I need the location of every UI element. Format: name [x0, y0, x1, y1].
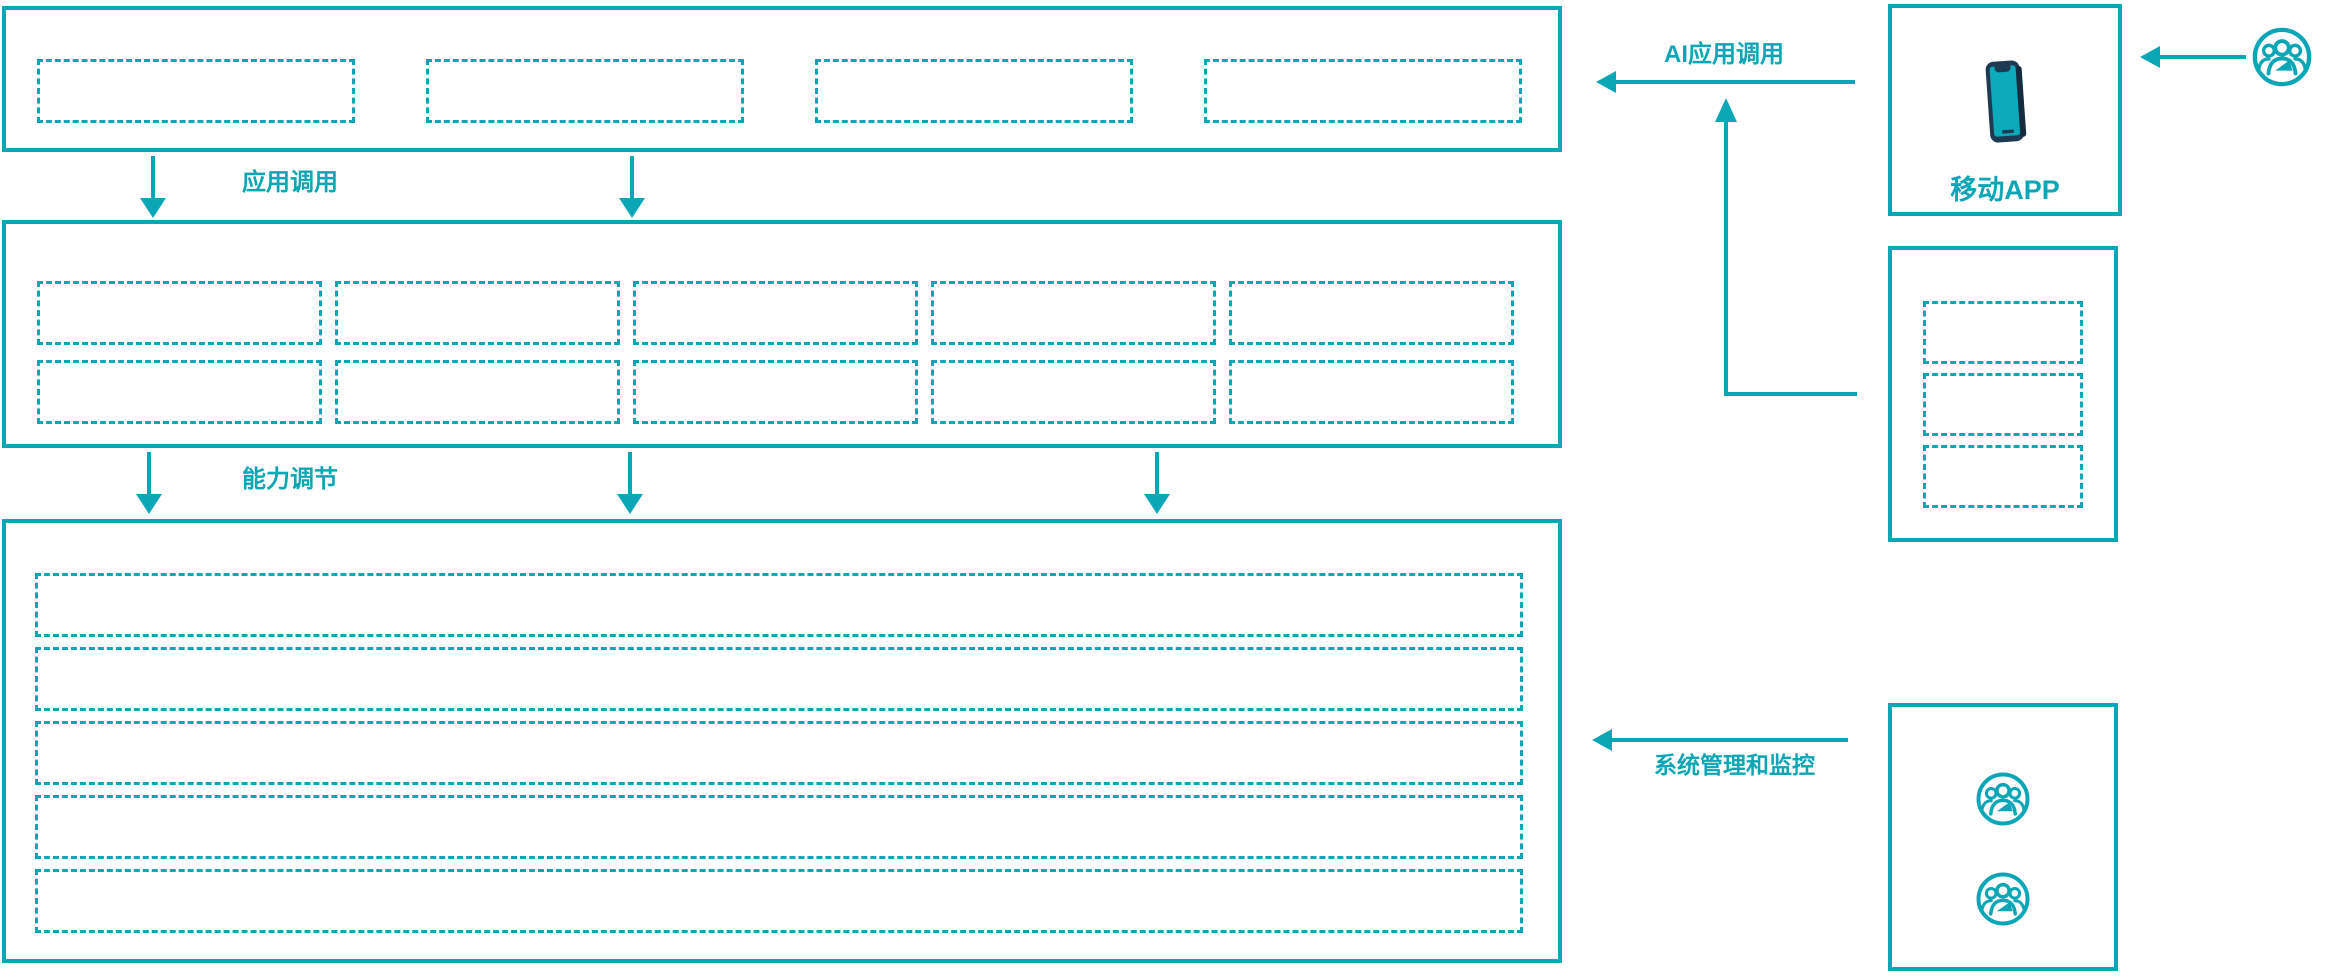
- placeholder-box: [931, 360, 1216, 424]
- down-arrow: [617, 452, 643, 514]
- down-arrow: [1144, 452, 1170, 514]
- placeholder-box: [1229, 281, 1514, 345]
- placeholder-box: [1923, 301, 2083, 364]
- placeholder-box: [426, 59, 744, 123]
- mobile-app-box: 移动APP: [1888, 4, 2122, 216]
- bottom-platform-panel: [2, 519, 1562, 963]
- right-middle-box: [1888, 246, 2118, 542]
- users-icon: [2252, 27, 2312, 87]
- users-icon: [1976, 772, 2030, 826]
- top-application-panel: [2, 6, 1562, 152]
- right-bottom-operators-box: [1888, 703, 2118, 971]
- system-management-arrow: [1592, 729, 1848, 751]
- placeholder-row: [35, 573, 1523, 637]
- middle-capability-panel: [2, 220, 1562, 448]
- bottom-placeholder-rows: [6, 523, 1558, 933]
- placeholder-box: [931, 281, 1216, 345]
- down-arrow: [140, 156, 166, 218]
- placeholder-box: [37, 281, 322, 345]
- down-arrow: [619, 156, 645, 218]
- operator-icons: [1892, 707, 2114, 927]
- ai-app-call-arrow: [1596, 71, 1855, 93]
- placeholder-box: [633, 281, 918, 345]
- elbow-up-arrow: [1715, 98, 1857, 396]
- placeholder-box: [815, 59, 1133, 123]
- ai-app-call-label: AI应用调用: [1664, 41, 1784, 68]
- placeholder-row: [35, 647, 1523, 711]
- placeholder-box: [335, 281, 620, 345]
- placeholder-row: [35, 721, 1523, 785]
- placeholder-box: [1923, 373, 2083, 436]
- placeholder-box: [1923, 445, 2083, 508]
- app-call-label: 应用调用: [242, 169, 338, 196]
- middle-rows: [6, 224, 1558, 424]
- mobile-app-label: 移动APP: [1950, 175, 2060, 205]
- top-placeholder-row: [6, 10, 1558, 123]
- placeholder-box: [633, 360, 918, 424]
- right-middle-placeholders: [1892, 250, 2114, 508]
- smartphone-icon: [1985, 60, 2027, 143]
- middle-row-1: [6, 281, 1558, 345]
- placeholder-box: [37, 360, 322, 424]
- user-to-app-arrow: [2140, 46, 2246, 68]
- placeholder-row: [35, 869, 1523, 933]
- placeholder-box: [1229, 360, 1514, 424]
- middle-row-2: [6, 360, 1558, 424]
- placeholder-box: [335, 360, 620, 424]
- capability-tuning-label: 能力调节: [242, 466, 338, 493]
- system-management-label: 系统管理和监控: [1654, 752, 1815, 778]
- placeholder-box: [37, 59, 355, 123]
- users-icon: [1976, 872, 2030, 926]
- placeholder-box: [1204, 59, 1522, 123]
- down-arrow: [136, 452, 162, 514]
- placeholder-row: [35, 795, 1523, 859]
